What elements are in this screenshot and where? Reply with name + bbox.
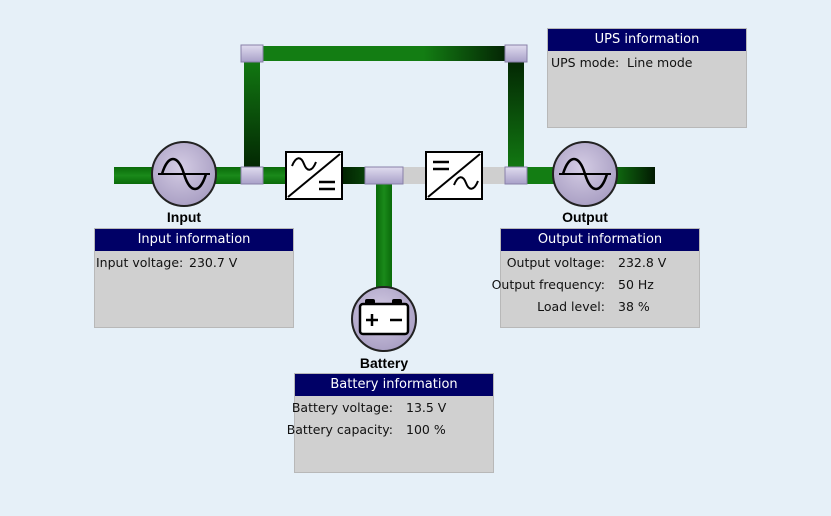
- output-voltage-key: Output voltage:: [506, 255, 605, 270]
- input-ac-source-icon: [151, 141, 217, 207]
- output-frequency-key: Output frequency:: [491, 277, 605, 292]
- output-ac-load-icon: [552, 141, 618, 207]
- battery-label: Battery: [359, 355, 409, 371]
- inverter-icon: [425, 151, 483, 200]
- ups-info-title: UPS information: [548, 29, 746, 51]
- bypass-line-left: [244, 54, 260, 175]
- load-level-value: 38 %: [618, 299, 650, 314]
- rectifier-icon: [285, 151, 343, 200]
- battery-icon: [351, 286, 417, 352]
- battery-voltage-key: Battery voltage:: [291, 400, 393, 415]
- load-level-key: Load level:: [537, 299, 605, 314]
- bypass-line-top: [252, 46, 516, 61]
- input-label: Input: [166, 209, 202, 225]
- battery-line: [376, 178, 392, 288]
- input-voltage-key: Input voltage:: [96, 255, 184, 270]
- bypass-line-right: [508, 54, 524, 175]
- input-info-title: Input information: [95, 229, 293, 251]
- output-info-title: Output information: [501, 229, 699, 251]
- input-info-panel: Input information Input voltage: 230.7 V: [94, 228, 294, 328]
- battery-capacity-key: Battery capacity:: [286, 422, 393, 437]
- ups-mode-row: UPS mode: Line mode: [548, 51, 746, 73]
- output-frequency-value: 50 Hz: [618, 277, 654, 292]
- output-label: Output: [562, 209, 608, 225]
- ups-mode-key: UPS mode:: [551, 55, 620, 70]
- output-info-panel: Output information Output voltage: 232.8…: [492, 228, 700, 328]
- junction-dc-bus: [364, 166, 404, 185]
- output-voltage-value: 232.8 V: [618, 255, 667, 270]
- junction-top-left: [240, 44, 264, 63]
- junction-output: [504, 166, 528, 185]
- battery-capacity-value: 100 %: [406, 422, 446, 437]
- input-voltage-value: 230.7 V: [189, 255, 238, 270]
- battery-capacity-row: Battery capacity: 100 %: [287, 418, 493, 440]
- battery-info-title: Battery information: [295, 374, 493, 396]
- junction-top-right: [504, 44, 528, 63]
- junction-input: [240, 166, 264, 185]
- output-voltage-row: Output voltage: 232.8 V: [501, 251, 699, 273]
- ups-info-panel: UPS information UPS mode: Line mode: [547, 28, 747, 128]
- output-frequency-row: Output frequency: 50 Hz: [492, 273, 699, 295]
- battery-voltage-value: 13.5 V: [406, 400, 447, 415]
- battery-info-panel: Battery information Battery voltage: 13.…: [287, 373, 494, 473]
- battery-voltage-row: Battery voltage: 13.5 V: [291, 396, 493, 418]
- load-level-row: Load level: 38 %: [501, 295, 699, 317]
- input-voltage-row: Input voltage: 230.7 V: [95, 251, 293, 273]
- ups-mode-value: Line mode: [627, 55, 693, 70]
